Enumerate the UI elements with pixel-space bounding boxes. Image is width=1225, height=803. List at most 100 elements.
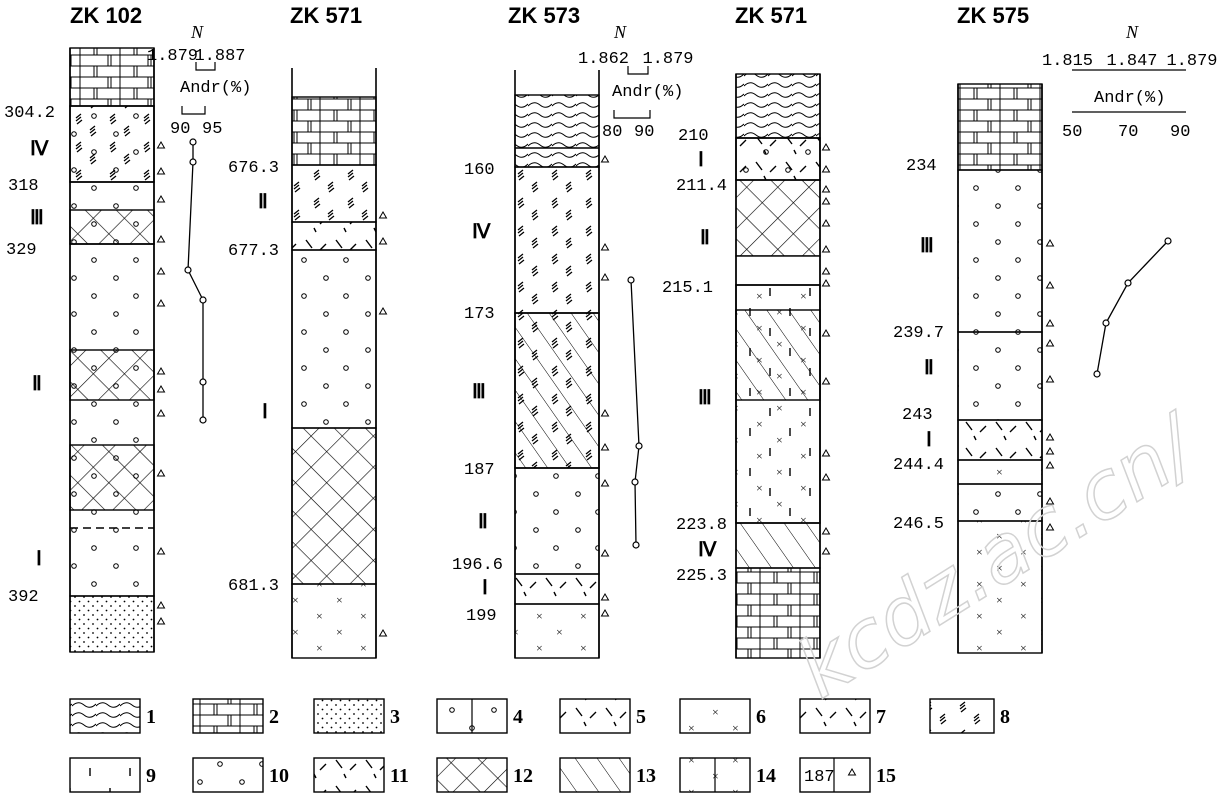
sample-triangle [600, 593, 610, 601]
legend-number: 12 [513, 765, 533, 787]
legend-number: 3 [390, 706, 400, 728]
column-5-title: ZK 575 [957, 3, 1030, 28]
depth-label: 225.3 [676, 567, 727, 586]
sample-triangle [821, 449, 831, 457]
sample-triangle [156, 547, 166, 555]
sample-triangle [1045, 319, 1055, 327]
zone-label: Ⅰ [698, 149, 704, 171]
legend-swatch [69, 757, 141, 793]
andr-axis [181, 106, 206, 115]
legend-sample-triangle [847, 768, 857, 776]
n-tick: 1.862 [578, 50, 629, 69]
layer-zone-ii-b [291, 221, 377, 251]
column-3-title: ZK 573 [508, 3, 581, 28]
sample-triangle [821, 245, 831, 253]
layer-zone-iii-bars [735, 284, 821, 524]
sample-triangle [156, 385, 166, 393]
data-point [199, 378, 207, 386]
sample-triangle [156, 469, 166, 477]
sample-triangle [821, 197, 831, 205]
layer-slate [514, 94, 600, 168]
depth-label: 211.4 [676, 177, 727, 196]
sample-triangle [156, 617, 166, 625]
zone-label: Ⅰ [482, 577, 488, 599]
data-point [631, 478, 639, 486]
sample-triangle [156, 141, 166, 149]
andr-tick: 90 [170, 120, 190, 139]
n-tick: 1.887 [194, 47, 245, 66]
n-tick: 1.847 [1106, 52, 1157, 71]
n-symbol: N [1125, 22, 1139, 42]
depth-label: 318 [8, 177, 39, 196]
depth-label: 199 [466, 607, 497, 626]
depth-label: 681.3 [228, 577, 279, 596]
layer-zone-i [514, 573, 600, 605]
data-point [1124, 279, 1132, 287]
andr-label: Andr(%) [1094, 89, 1165, 108]
sample-triangle [378, 237, 388, 245]
depth-label: 215.1 [662, 279, 713, 298]
legend-number: 11 [390, 765, 409, 787]
n-tick: 1.815 [1042, 52, 1093, 71]
depth-label: 160 [464, 161, 495, 180]
data-point [199, 296, 207, 304]
legend-swatch [929, 698, 995, 734]
zone-label: Ⅱ [700, 227, 710, 249]
depth-label: 329 [6, 241, 37, 260]
sample-triangle [600, 549, 610, 557]
depth-label: 243 [902, 406, 933, 425]
sample-triangle [821, 143, 831, 151]
legend-swatch [192, 757, 264, 793]
sample-triangle [156, 299, 166, 307]
sample-triangle [821, 219, 831, 227]
sample-triangle [600, 243, 610, 251]
n-tick: 1.879 [642, 50, 693, 69]
legend-number: 1 [146, 706, 156, 728]
zone-label: Ⅲ [698, 387, 712, 409]
legend-number: 8 [1000, 706, 1010, 728]
depth-label: 304.2 [4, 104, 55, 123]
sample-triangle [156, 195, 166, 203]
layer-zone-i-x [957, 459, 1043, 485]
zone-label: Ⅰ [926, 429, 932, 451]
data-point [1093, 370, 1101, 378]
depth-label: 244.4 [893, 456, 944, 475]
data-point [635, 442, 643, 450]
depth-label: 677.3 [228, 242, 279, 261]
sample-triangle [600, 273, 610, 281]
layer-zone-i [291, 249, 377, 429]
sample-triangle [156, 409, 166, 417]
layer-zone-ii-cross-a [69, 349, 155, 401]
sample-triangle [378, 307, 388, 315]
layer-slate [735, 73, 821, 139]
sample-triangle [1045, 497, 1055, 505]
andr-profile [1096, 240, 1169, 375]
sample-triangle [378, 629, 388, 637]
zone-label: Ⅱ [478, 511, 488, 533]
legend-number: 7 [876, 706, 886, 728]
sample-triangle [156, 235, 166, 243]
sample-triangle [1045, 523, 1055, 531]
sample-triangle [1045, 281, 1055, 289]
legend-swatch [559, 757, 631, 793]
legend-number: 9 [146, 765, 156, 787]
depth-label: 196.6 [452, 556, 503, 575]
sample-triangle [600, 479, 610, 487]
data-point [1102, 319, 1110, 327]
layer-zone-ii [69, 243, 155, 597]
legend-number: 6 [756, 706, 766, 728]
layer-zone-i [957, 419, 1043, 461]
legend-swatch [313, 757, 385, 793]
layer-intrusive [514, 603, 600, 659]
depth-label: 210 [678, 127, 709, 146]
sample-triangle [1045, 375, 1055, 383]
layer-zone-ii [735, 179, 821, 257]
data-point [199, 416, 207, 424]
depth-label: 234 [906, 157, 937, 176]
legend-number: 14 [756, 765, 776, 787]
layer-zone-ii [957, 331, 1043, 421]
depth-label: 392 [8, 588, 39, 607]
data-point [184, 266, 192, 274]
sample-triangle [156, 267, 166, 275]
